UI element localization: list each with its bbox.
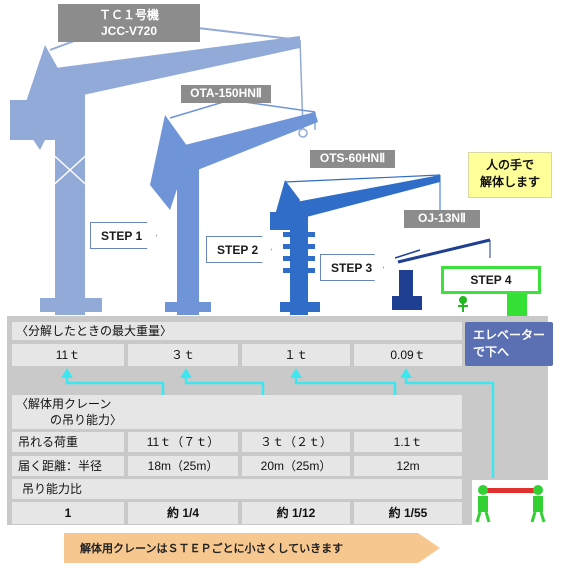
max-weight-1: 11ｔ (12, 344, 124, 366)
elevator-note-line2: で下へ (473, 345, 510, 359)
manual-note-line1: 人の手で (485, 158, 534, 172)
crane-tag-oj13: OJ-13NⅡ (404, 210, 480, 228)
reach-2: 20m（25m） (242, 456, 350, 476)
capacity-title: 〈解体用クレーン の吊り能力〉 (12, 395, 462, 429)
crane-tc1-name: ＴＣ１号機 (98, 8, 159, 22)
max-weight-title: 〈分解したときの最大重量〉 (12, 322, 462, 340)
worker-icon (458, 296, 468, 312)
ratio-3: 約 1/12 (242, 502, 350, 524)
step-3-label: STEP 3 (320, 254, 384, 281)
bottom-banner-text: 解体用クレーンはＳＴＥＰごとに小さくしていきます (80, 543, 344, 555)
step-4-label: STEP 4 (441, 266, 541, 294)
crane-tc1-model: JCC-V720 (100, 24, 158, 38)
workers-carrying-icon (472, 480, 550, 525)
ratio-4: 約 1/55 (354, 502, 462, 524)
reach-label: 届く距離：半径 (12, 456, 124, 476)
ratio-1: 1 (12, 502, 124, 524)
max-weight-2: ３ｔ (128, 344, 238, 366)
ratio-label: 吊り能力比 (12, 479, 462, 499)
load-3: 1.1ｔ (354, 432, 462, 452)
elevator-note-line1: エレベーター (473, 328, 546, 342)
crane-oj13-graphic (392, 238, 491, 310)
reach-1: 18m（25m） (128, 456, 238, 476)
crane-tag-ota150: OTA-150HNⅡ (181, 85, 271, 103)
crane-tc1-graphic (10, 19, 308, 315)
crane-ots60-graphic (270, 174, 441, 315)
crane-tag-tc1: ＴＣ１号機 JCC-V720 (58, 4, 200, 42)
load-label: 吊れる荷重 (12, 432, 124, 452)
load-2: ３ｔ（２ｔ） (242, 432, 350, 452)
max-weight-3: １ｔ (242, 344, 350, 366)
crane-tag-ots60: OTS-60HNⅡ (310, 150, 395, 168)
step-2-label: STEP 2 (206, 236, 272, 263)
step-1-label: STEP 1 (90, 222, 157, 249)
capacity-title-line1: 〈解体用クレーン (16, 397, 112, 411)
load-1: 11ｔ（７ｔ） (128, 432, 238, 452)
manual-dismantle-note: 人の手で 解体します (468, 152, 552, 198)
elevator-note: エレベーター で下へ (465, 322, 553, 366)
capacity-title-line2: の吊り能力〉 (50, 413, 123, 427)
ratio-2: 約 1/4 (128, 502, 238, 524)
reach-3: 12m (354, 456, 462, 476)
manual-note-line2: 解体します (479, 175, 540, 189)
max-weight-4: 0.09ｔ (354, 344, 462, 366)
bottom-arrow-banner (64, 533, 440, 563)
